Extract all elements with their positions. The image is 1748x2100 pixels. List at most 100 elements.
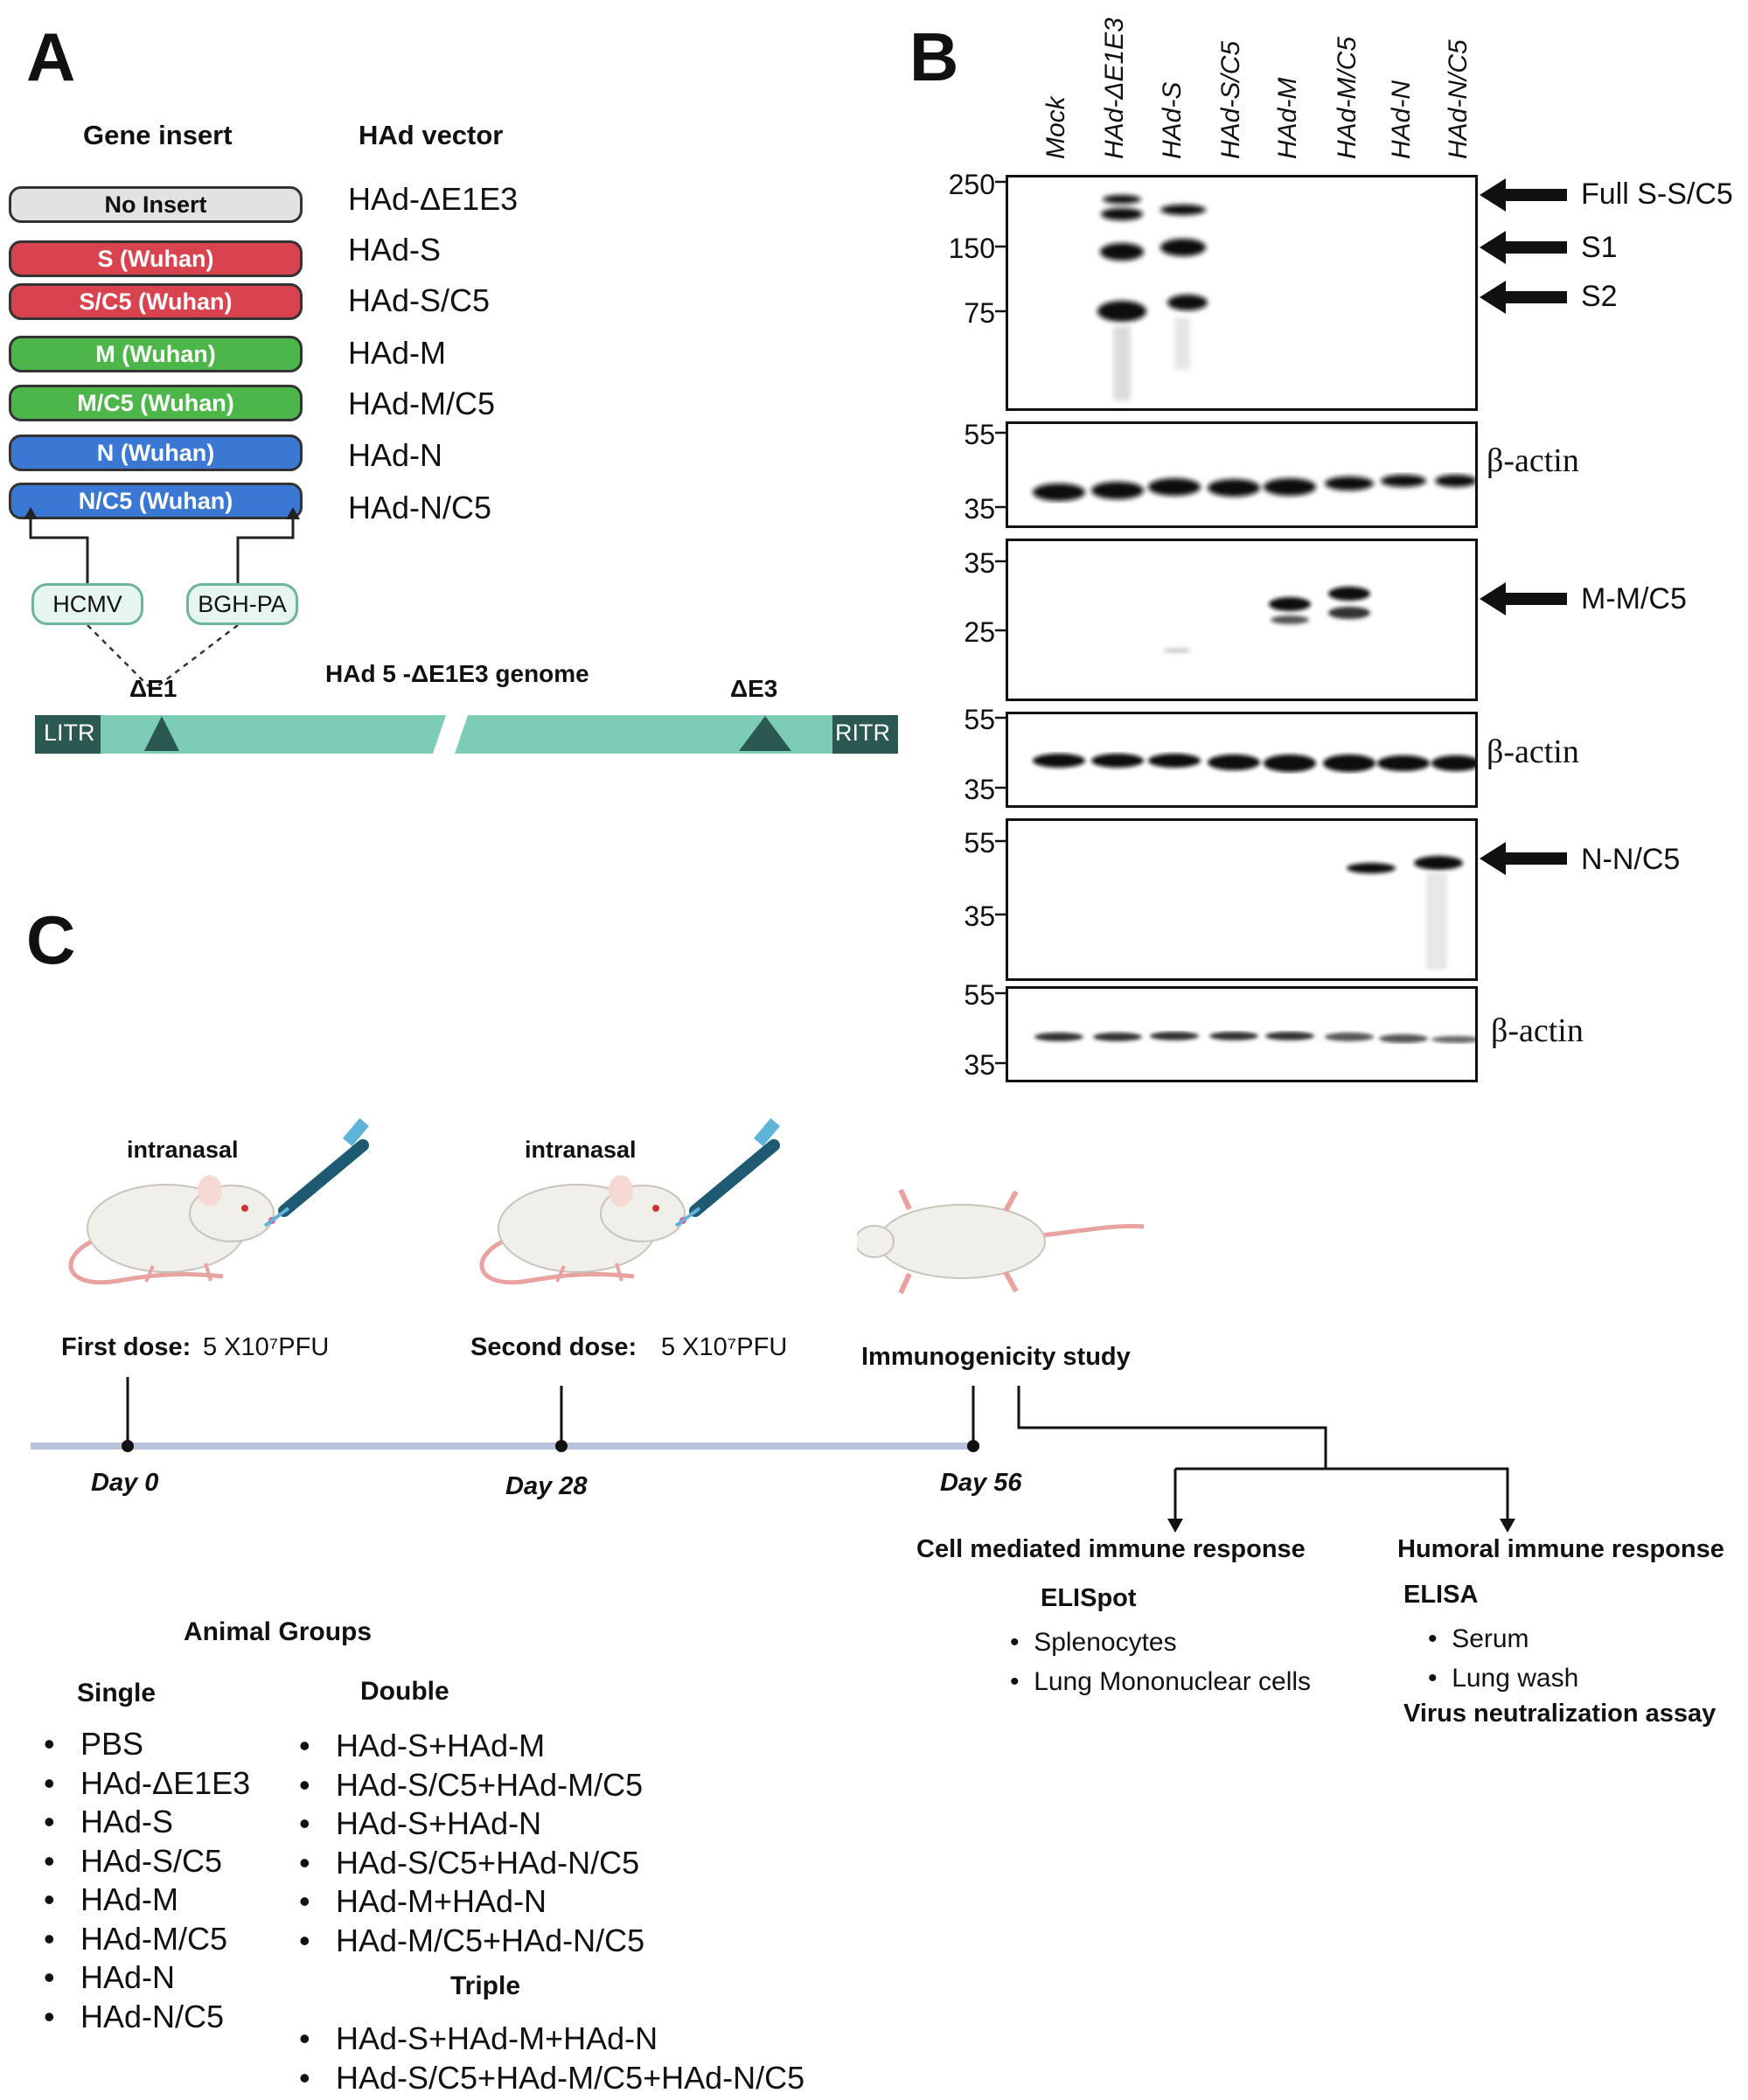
adenovirus-genome-bar — [35, 715, 898, 754]
vector-name: HAd-M — [348, 335, 447, 371]
triple-header: Triple — [450, 1971, 521, 2000]
actin1-marker-35: 35 — [964, 493, 995, 525]
insert-arrows — [24, 507, 300, 584]
gene-insert-pill: No Insert — [9, 186, 303, 223]
elispot-item: • Lung Mononuclear cells — [1010, 1667, 1312, 1696]
cell-mediated-header: Cell mediated immune response — [916, 1535, 1306, 1563]
group-item: HAd-M+HAd-N — [299, 1882, 644, 1922]
second-dose-label: Second dose: — [470, 1333, 637, 1361]
n-arrow — [1480, 842, 1567, 875]
second-dose-value: 5 X10⁷PFU — [661, 1333, 788, 1361]
s1-arrow — [1480, 231, 1567, 264]
s2-arrow — [1480, 281, 1567, 314]
actin2-marker-35: 35 — [964, 774, 995, 805]
group-item: HAd-S+HAd-M — [299, 1727, 644, 1766]
litr-label: LITR — [44, 720, 95, 746]
day-28-label: Day 28 — [505, 1472, 588, 1500]
elisa-item: • Serum — [1428, 1624, 1529, 1653]
blot2-marker-35: 35 — [964, 547, 995, 579]
first-dose-label: First dose: — [61, 1333, 192, 1361]
group-item: HAd-N — [44, 1958, 250, 1998]
double-group-list: HAd-S+HAd-MHAd-S/C5+HAd-M/C5HAd-S+HAd-NH… — [299, 1727, 644, 1960]
actin3-marker-35: 35 — [964, 1049, 995, 1081]
vector-name: HAd-ΔE1E3 — [348, 181, 519, 217]
group-item: HAd-S/C5+HAd-M/C5+HAd-N/C5 — [299, 2059, 804, 2098]
mouse-illustration-3 — [857, 1188, 1145, 1295]
bgh-pa-box: BGH-PA — [186, 583, 298, 625]
route-2: intranasal — [525, 1137, 637, 1163]
label-s1: S1 — [1581, 231, 1618, 264]
hcmv-promoter-box: HCMV — [31, 583, 143, 625]
group-item: HAd-S/C5+HAd-N/C5 — [299, 1844, 644, 1883]
blot-actin-3 — [1006, 986, 1478, 1082]
label-full-s: Full S-S/C5 — [1581, 177, 1733, 211]
vector-header: HAd vector — [359, 120, 504, 150]
actin2-marker-55: 55 — [964, 704, 995, 735]
delta-e3-label: ΔE3 — [730, 675, 778, 702]
group-item: PBS — [44, 1725, 250, 1764]
timeline — [31, 1377, 1515, 1533]
label-actin-1: β-actin — [1487, 442, 1579, 479]
group-item: HAd-S+HAd-N — [299, 1804, 644, 1844]
delta-e3-triangle — [739, 716, 791, 751]
vector-name: HAd-N/C5 — [348, 490, 492, 525]
group-item: HAd-S/C5 — [44, 1842, 250, 1881]
group-item: HAd-S+HAd-M+HAd-N — [299, 2020, 804, 2059]
gene-insert-pill: S/C5 (Wuhan) — [9, 283, 303, 320]
lane-label: HAd-N — [1387, 80, 1416, 159]
blot-actin-2 — [1006, 712, 1478, 808]
actin3-marker-55: 55 — [964, 979, 995, 1011]
vector-name: HAd-M/C5 — [348, 386, 496, 421]
day-0-label: Day 0 — [91, 1469, 159, 1497]
genome-title: HAd 5 -ΔE1E3 genome — [325, 660, 589, 687]
elispot-label: ELISpot — [1041, 1584, 1137, 1612]
vector-name: HAd-S/C5 — [348, 282, 491, 318]
humoral-header: Humoral immune response — [1397, 1535, 1724, 1563]
m-arrow — [1480, 582, 1567, 615]
group-item: HAd-M/C5+HAd-N/C5 — [299, 1922, 644, 1961]
mouse-illustration-2 — [479, 1118, 781, 1285]
day-56-label: Day 56 — [940, 1469, 1022, 1497]
lane-label: HAd-M/C5 — [1333, 36, 1361, 159]
vna-label: Virus neutralization assay — [1403, 1700, 1717, 1728]
label-m: M-M/C5 — [1581, 582, 1687, 615]
route-1: intranasal — [127, 1137, 239, 1163]
group-item: HAd-ΔE1E3 — [44, 1764, 250, 1804]
actin1-marker-55: 55 — [964, 419, 995, 450]
lane-label: HAd-S — [1158, 81, 1187, 159]
group-item: HAd-M — [44, 1881, 250, 1920]
insertion-site-lines — [87, 625, 239, 687]
blot3-marker-35: 35 — [964, 900, 995, 932]
animal-groups-header: Animal Groups — [184, 1617, 373, 1646]
elispot-list: • Splenocytes • Lung Mononuclear cells — [1010, 1623, 1311, 1701]
single-header: Single — [77, 1679, 157, 1707]
label-actin-2: β-actin — [1487, 734, 1579, 770]
elisa-item: • Lung wash — [1428, 1664, 1579, 1693]
panel-c-letter: C — [26, 901, 76, 978]
blot-arrows — [1480, 178, 1567, 875]
group-item: HAd-S — [44, 1803, 250, 1842]
blot1-marker-250: 250 — [948, 169, 995, 200]
lane-label: HAd-M — [1273, 77, 1302, 159]
lane-label: Mock — [1041, 96, 1070, 159]
full-s-arrow — [1480, 178, 1567, 212]
elispot-item: • Splenocytes — [1010, 1628, 1177, 1657]
panel-b-letter: B — [909, 18, 959, 95]
blot2-marker-25: 25 — [964, 616, 995, 648]
blot3-marker-55: 55 — [964, 827, 995, 859]
double-header: Double — [360, 1677, 449, 1706]
label-s2: S2 — [1581, 280, 1618, 313]
single-group-list: PBSHAd-ΔE1E3HAd-SHAd-S/C5HAd-MHAd-M/C5HA… — [44, 1725, 250, 2036]
blot-spike — [1006, 175, 1478, 411]
ritr-label: RITR — [835, 720, 890, 746]
blot1-marker-150: 150 — [948, 233, 995, 264]
label-actin-3: β-actin — [1491, 1012, 1584, 1049]
first-dose-value: 5 X10⁷PFU — [203, 1333, 330, 1361]
delta-e1-label: ΔE1 — [129, 675, 178, 702]
blot-actin-1 — [1006, 421, 1478, 528]
lane-label: HAd-ΔE1E3 — [1100, 17, 1129, 159]
marker-ticks — [995, 180, 1006, 1065]
lane-label: HAd-S/C5 — [1216, 40, 1245, 159]
gene-insert-pill: S (Wuhan) — [9, 240, 303, 277]
blot-membrane — [1006, 539, 1478, 701]
